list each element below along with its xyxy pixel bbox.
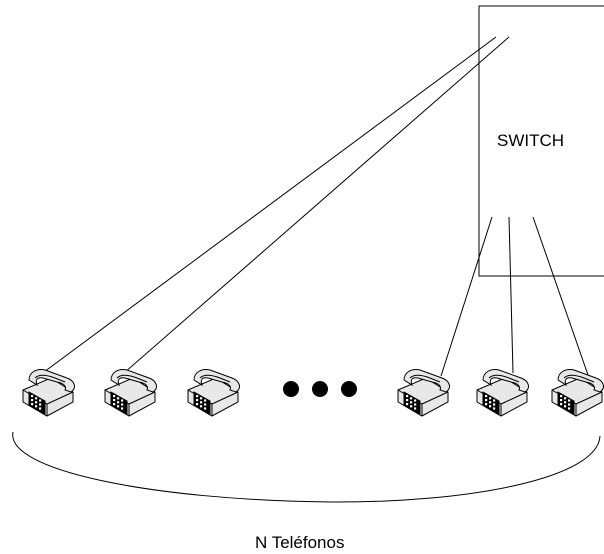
connection-line	[43, 36, 497, 373]
telephone-icon-3	[187, 368, 240, 417]
telephone-icon-6	[551, 368, 604, 417]
switch-box	[478, 5, 604, 277]
telephone-icon-2	[104, 368, 157, 417]
connection-line	[440, 216, 493, 377]
connection-line	[508, 216, 514, 374]
ellipsis-dots-icon	[283, 381, 357, 397]
grouping-arc	[12, 431, 601, 503]
connection-line	[532, 216, 589, 376]
telephone-icon-5	[476, 368, 529, 417]
connection-line	[123, 36, 510, 374]
telephone-icon-4	[397, 368, 450, 417]
switch-label: SWITCH	[497, 131, 564, 150]
telephone-icon-1	[22, 368, 75, 417]
caption-label: N Teléfonos	[255, 533, 344, 552]
